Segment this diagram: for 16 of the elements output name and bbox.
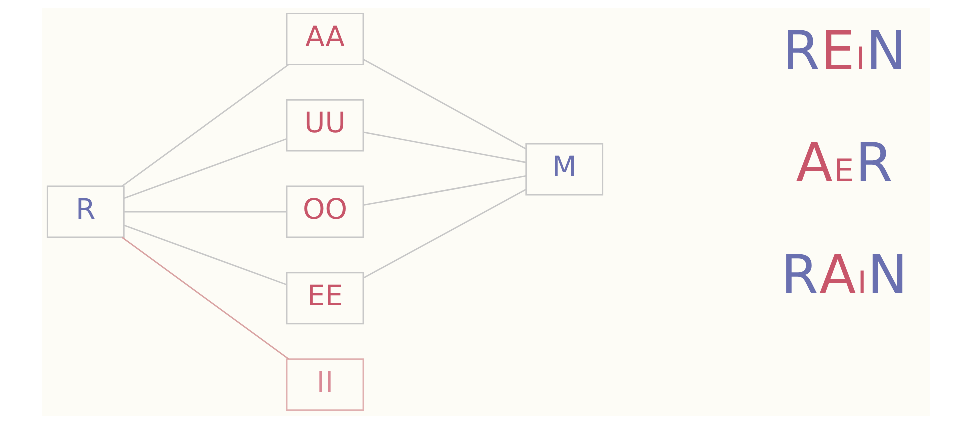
- connector: [121, 64, 289, 188]
- node-box: II: [286, 358, 364, 411]
- node-box: OO: [286, 186, 364, 238]
- node-box: EE: [286, 272, 364, 325]
- node-box: UU: [286, 99, 364, 152]
- connector: [124, 224, 286, 286]
- connector: [363, 175, 526, 206]
- node-box: R: [46, 186, 124, 238]
- connector: [124, 138, 286, 200]
- connector: [124, 211, 286, 213]
- node-box: AA: [286, 13, 364, 66]
- node-box: M: [525, 143, 604, 196]
- connector: [362, 58, 526, 150]
- connector: [362, 132, 526, 164]
- connector: [121, 236, 289, 360]
- connector: [362, 189, 526, 279]
